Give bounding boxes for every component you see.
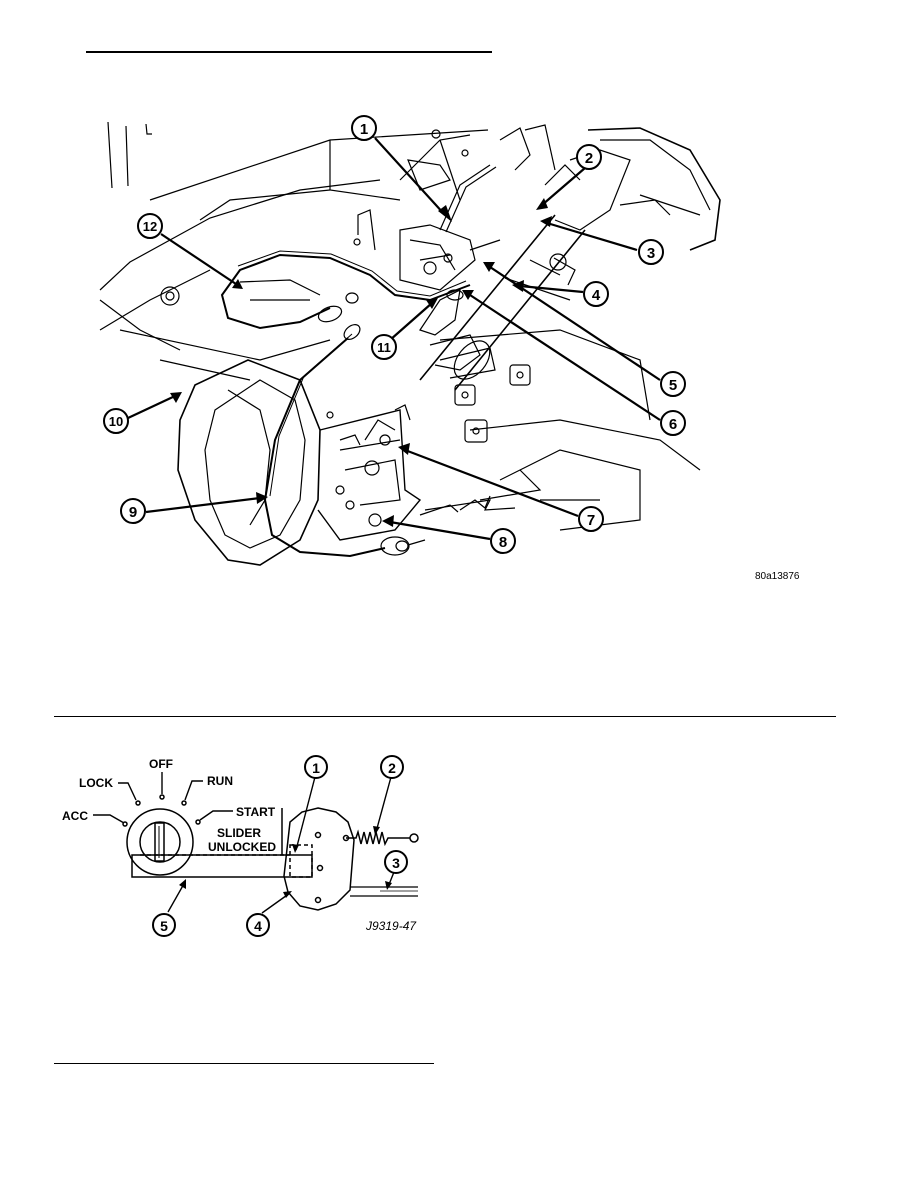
callout-9: 9	[120, 498, 146, 524]
svg-text:5: 5	[160, 918, 168, 934]
top-header-rule	[86, 51, 492, 53]
callout-b4: 4	[246, 913, 270, 937]
callout-6: 6	[660, 410, 686, 436]
bottom-figure	[122, 794, 419, 911]
callout-3: 3	[638, 239, 664, 265]
steering-wheel	[587, 127, 721, 251]
section-divider-rule	[54, 716, 836, 717]
shift-cable	[263, 337, 386, 558]
callout-5: 5	[660, 371, 686, 397]
svg-text:7: 7	[587, 512, 595, 529]
callout-2: 2	[576, 144, 602, 170]
btsi-cable	[220, 253, 471, 330]
svg-text:11: 11	[377, 340, 391, 355]
shift-mechanism	[399, 224, 476, 291]
svg-text:6: 6	[669, 416, 677, 433]
callout-7: 7	[578, 506, 604, 532]
bottom-leaders	[93, 772, 395, 914]
callout-b3: 3	[384, 850, 408, 874]
label-acc: ACC	[62, 809, 88, 823]
callout-4: 4	[583, 281, 609, 307]
steering-column	[419, 214, 556, 381]
label-run: RUN	[207, 774, 233, 788]
svg-text:3: 3	[647, 245, 655, 262]
svg-text:8: 8	[499, 534, 507, 551]
svg-text:5: 5	[669, 377, 677, 394]
callout-12: 12	[137, 213, 163, 239]
callout-8: 8	[490, 528, 516, 554]
label-off: OFF	[149, 757, 173, 771]
top-callout-leaders	[127, 137, 661, 541]
top-figure	[99, 121, 721, 566]
callout-b1: 1	[304, 755, 328, 779]
svg-text:2: 2	[388, 760, 396, 776]
svg-text:9: 9	[129, 504, 137, 521]
callout-11: 11	[371, 334, 397, 360]
svg-text:4: 4	[592, 287, 601, 304]
svg-text:2: 2	[585, 150, 593, 167]
svg-text:1: 1	[360, 121, 368, 138]
bottom-leader-arrowheads	[179, 826, 392, 898]
bell-housing	[177, 359, 321, 566]
cable-end	[350, 886, 418, 897]
top-callouts: 1 2 3 4 5 6 7 8 9 10 11 12	[103, 115, 686, 554]
callout-1: 1	[351, 115, 377, 141]
svg-text:12: 12	[143, 219, 157, 234]
label-start: START	[236, 805, 276, 819]
floor-pan-outline	[107, 121, 152, 189]
label-lock: LOCK	[79, 776, 113, 790]
bottom-figure-code: J9319-47	[365, 919, 417, 933]
callout-b2: 2	[380, 755, 404, 779]
top-callout-arrowheads	[170, 198, 552, 527]
label-slider: SLIDER	[217, 826, 261, 840]
callout-b5: 5	[152, 913, 176, 937]
svg-text:10: 10	[109, 414, 123, 429]
interlock-disk	[283, 807, 355, 911]
callout-10: 10	[103, 408, 129, 434]
svg-text:1: 1	[312, 760, 320, 776]
svg-text:4: 4	[254, 918, 262, 934]
bottom-callouts: 1 2 3 4 5	[152, 755, 408, 937]
bottom-footer-rule	[54, 1063, 434, 1064]
top-figure-code: 80a13876	[755, 571, 800, 582]
ignition-lock-cylinder	[126, 808, 194, 876]
label-unlocked: UNLOCKED	[208, 840, 276, 854]
svg-text:3: 3	[392, 855, 400, 871]
transmission-case	[317, 409, 422, 541]
spring	[346, 829, 410, 847]
